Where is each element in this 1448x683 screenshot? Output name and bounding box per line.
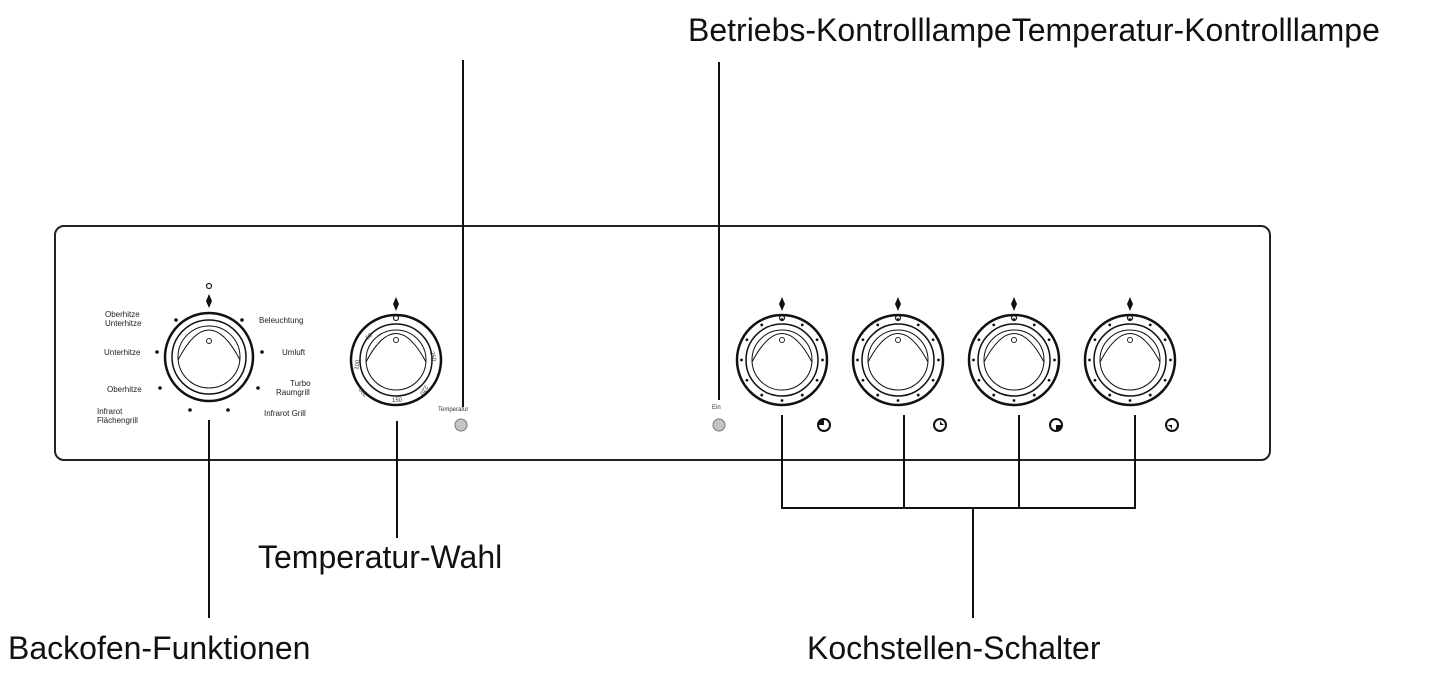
hob-position-icon xyxy=(1165,418,1179,432)
svg-text:250: 250 xyxy=(428,351,437,363)
callout-temperature-select: Temperatur-Wahl xyxy=(258,539,503,575)
operation-indicator-lamp xyxy=(712,418,726,432)
callout-oven-functions: Backofen-Funktionen xyxy=(8,630,311,666)
svg-text:200: 200 xyxy=(358,386,369,398)
oven-function-dial[interactable] xyxy=(155,282,264,412)
label-infrarot-grill: Infrarot Grill xyxy=(264,409,306,418)
temperature-indicator-lamp xyxy=(454,418,468,432)
control-panel-frame xyxy=(54,225,1271,461)
hob-position-icon xyxy=(1049,418,1063,432)
hob-switch-4[interactable] xyxy=(1083,297,1177,407)
hob-switch-2[interactable] xyxy=(851,297,945,407)
svg-text:100: 100 xyxy=(354,359,362,371)
label-oberhitze: Oberhitze xyxy=(107,385,142,394)
callout-top-right: Betriebs-KontrolllampeTemperatur-Kontrol… xyxy=(688,12,1380,48)
callout-hob-switches: Kochstellen-Schalter xyxy=(807,630,1101,666)
hob-switch-1[interactable] xyxy=(735,297,829,407)
temperature-dial[interactable]: 100 50 250 220 150 200 xyxy=(349,297,443,407)
svg-text:220: 220 xyxy=(418,384,429,396)
svg-text:50: 50 xyxy=(365,332,374,341)
label-unterhitze: Unterhitze xyxy=(104,348,141,357)
hob-switch-group xyxy=(735,297,1179,432)
operation-lamp-label: Ein xyxy=(712,405,721,411)
temperature-lamp-label: Temperatur xyxy=(438,407,468,413)
leader-hob-switches xyxy=(781,415,1136,618)
hob-position-icon xyxy=(817,418,831,432)
label-umluft: Umluft xyxy=(282,348,306,357)
hob-switch-3[interactable] xyxy=(967,297,1061,407)
hob-position-icon xyxy=(933,418,947,432)
svg-text:150: 150 xyxy=(392,398,403,404)
label-beleuchtung: Beleuchtung xyxy=(259,316,303,325)
